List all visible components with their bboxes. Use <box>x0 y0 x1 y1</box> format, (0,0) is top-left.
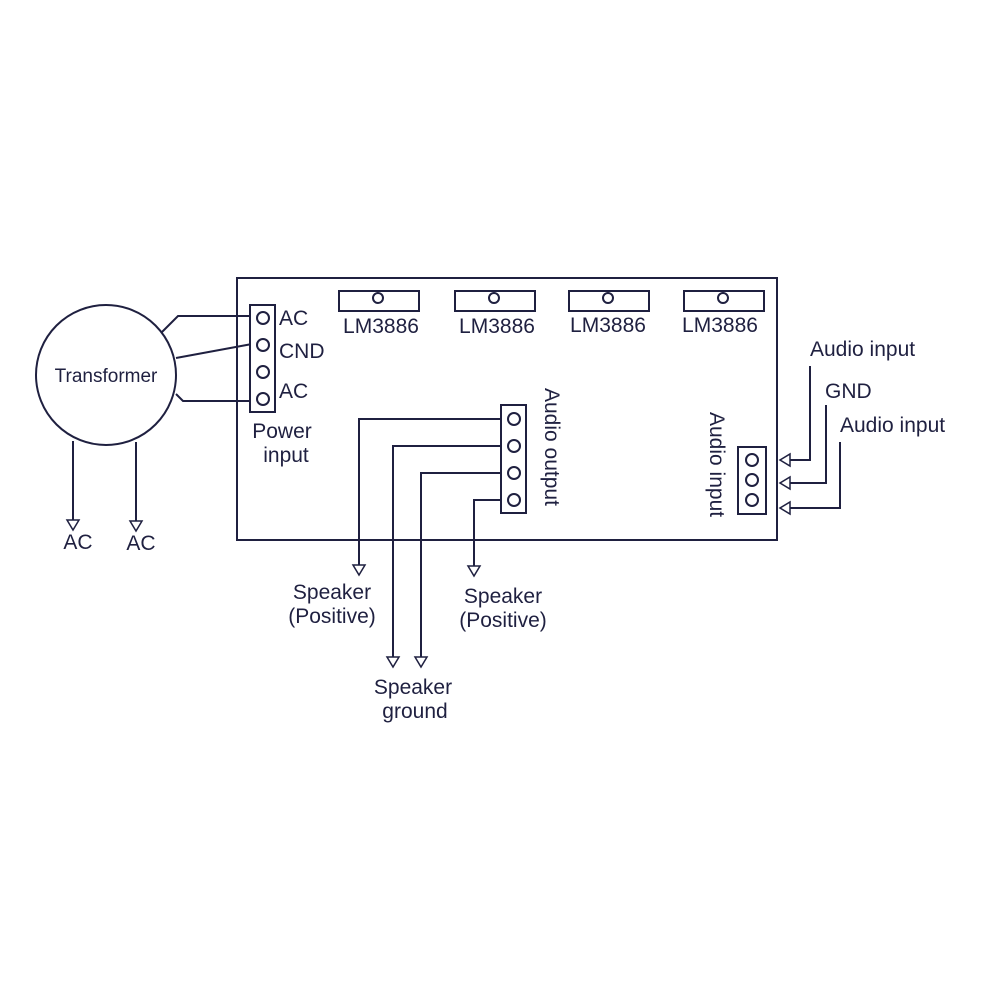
wire-audio-input-2 <box>790 442 841 509</box>
wire-speaker-ground-2 <box>420 472 501 657</box>
audio-output-label: Audio output <box>540 388 563 506</box>
ac-output-arrow-1 <box>65 519 81 532</box>
power-input-label-line1: Power <box>252 420 312 443</box>
wire-speaker-ground-1 <box>392 445 501 657</box>
arrow-speaker-positive-left <box>351 564 367 577</box>
arrow-speaker-positive-right <box>466 565 482 578</box>
power-pin-label-ac-2: AC <box>279 380 308 403</box>
speaker-positive-left-line1: Speaker <box>293 581 371 604</box>
chip-2-label: LM3886 <box>459 315 535 338</box>
chip-1-hole <box>372 292 384 304</box>
arrow-audio-input-2 <box>778 500 791 516</box>
chip-2-hole <box>488 292 500 304</box>
arrow-speaker-ground-2 <box>413 656 429 669</box>
audio-output-pin-3 <box>507 466 521 480</box>
speaker-positive-right-line2: (Positive) <box>459 609 547 632</box>
speaker-positive-left-line2: (Positive) <box>288 605 376 628</box>
transformer-label: Transformer <box>55 366 158 387</box>
power-pin-1 <box>256 311 270 325</box>
speaker-wires <box>351 418 501 669</box>
transformer-body <box>35 304 177 446</box>
audio-input-signal-2: Audio input <box>840 414 945 437</box>
wire-speaker-positive-left <box>358 418 501 565</box>
speaker-labels: Speaker (Positive) Speaker (Positive) Sp… <box>288 581 547 723</box>
audio-input-signal-1: Audio input <box>810 338 915 361</box>
arrow-speaker-ground-1 <box>385 656 401 669</box>
chip-2: LM3886 <box>454 290 536 338</box>
chip-1-label: LM3886 <box>343 315 419 338</box>
audio-input-signal-gnd: GND <box>825 380 872 403</box>
audio-input-pin-2 <box>745 473 759 487</box>
speaker-ground-line2: ground <box>382 700 447 723</box>
audio-input-label: Audio input <box>705 412 728 517</box>
power-input-connector: AC CND AC Power input <box>249 304 325 467</box>
ac-output-label-2: AC <box>126 532 155 555</box>
power-pin-label-cnd: CND <box>279 340 325 363</box>
wire-cnd <box>175 343 253 359</box>
audio-input-pin-3 <box>745 493 759 507</box>
wire-ac-2 <box>175 393 252 402</box>
wire-speaker-positive-right <box>473 499 501 566</box>
chip-4-label: LM3886 <box>682 314 758 337</box>
transformer-wires <box>161 315 253 402</box>
audio-output-pin-4 <box>507 493 521 507</box>
audio-output-connector: Audio output <box>500 388 563 514</box>
speaker-ground-line1: Speaker <box>374 676 452 699</box>
ac-output-arrow-2 <box>128 520 144 533</box>
amplifier-chips: LM3886 LM3886 LM3886 LM3886 <box>338 290 765 338</box>
chip-3-hole <box>602 292 614 304</box>
power-pin-3 <box>256 365 270 379</box>
ac-output-label-1: AC <box>63 531 92 554</box>
arrow-gnd <box>778 475 791 491</box>
wire-audio-input-1 <box>790 366 811 461</box>
audio-output-pin-1 <box>507 412 521 426</box>
arrow-audio-input-1 <box>778 452 791 468</box>
chip-3: LM3886 <box>568 290 650 337</box>
wire-ac-1 <box>161 315 252 333</box>
audio-input-pin-1 <box>745 453 759 467</box>
speaker-positive-right-line1: Speaker <box>464 585 542 608</box>
chip-1: LM3886 <box>338 290 420 338</box>
power-pin-2 <box>256 338 270 352</box>
chip-4: LM3886 <box>682 290 765 337</box>
power-pin-4 <box>256 392 270 406</box>
chip-4-hole <box>717 292 729 304</box>
chip-3-label: LM3886 <box>570 314 646 337</box>
transformer: Transformer <box>35 304 177 446</box>
audio-output-pin-2 <box>507 439 521 453</box>
audio-input-connector: Audio input <box>705 412 767 517</box>
transformer-ac-outputs: AC AC <box>63 441 156 555</box>
power-pin-label-ac-1: AC <box>279 307 308 330</box>
audio-input-wires: Audio input GND Audio input <box>778 338 945 516</box>
power-input-label-line2: input <box>263 444 309 467</box>
wire-gnd <box>790 405 827 484</box>
